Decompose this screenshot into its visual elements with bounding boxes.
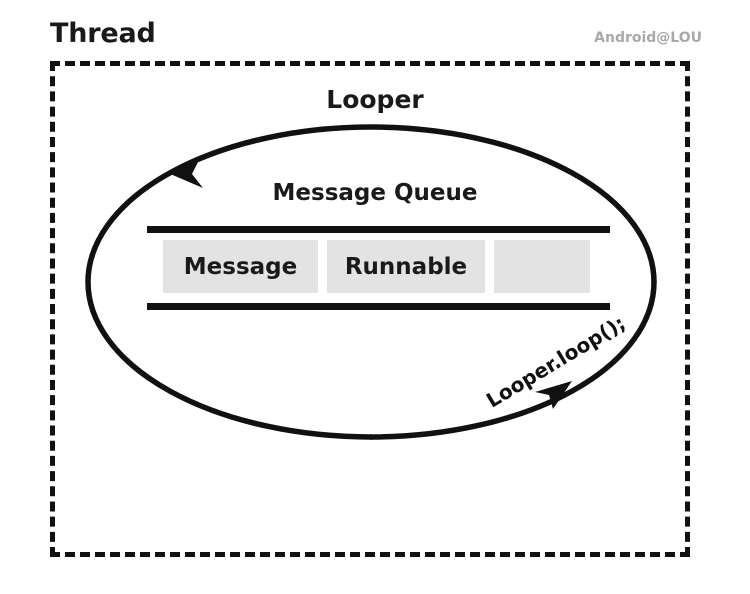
- queue-rail-bottom: [147, 303, 610, 310]
- queue-cell-message[interactable]: Message: [163, 240, 318, 293]
- queue-rail-top: [147, 226, 610, 233]
- message-queue-label: Message Queue: [272, 180, 478, 206]
- queue-cell-runnable[interactable]: Runnable: [327, 240, 485, 293]
- queue-cell-empty[interactable]: [494, 240, 590, 293]
- message-queue-cells: Message Runnable: [163, 240, 590, 293]
- watermark-label: Android@LOU: [594, 30, 702, 46]
- looper-label: Looper: [326, 85, 424, 114]
- page-title: Thread: [50, 18, 156, 49]
- thread-boundary-box: [50, 61, 690, 557]
